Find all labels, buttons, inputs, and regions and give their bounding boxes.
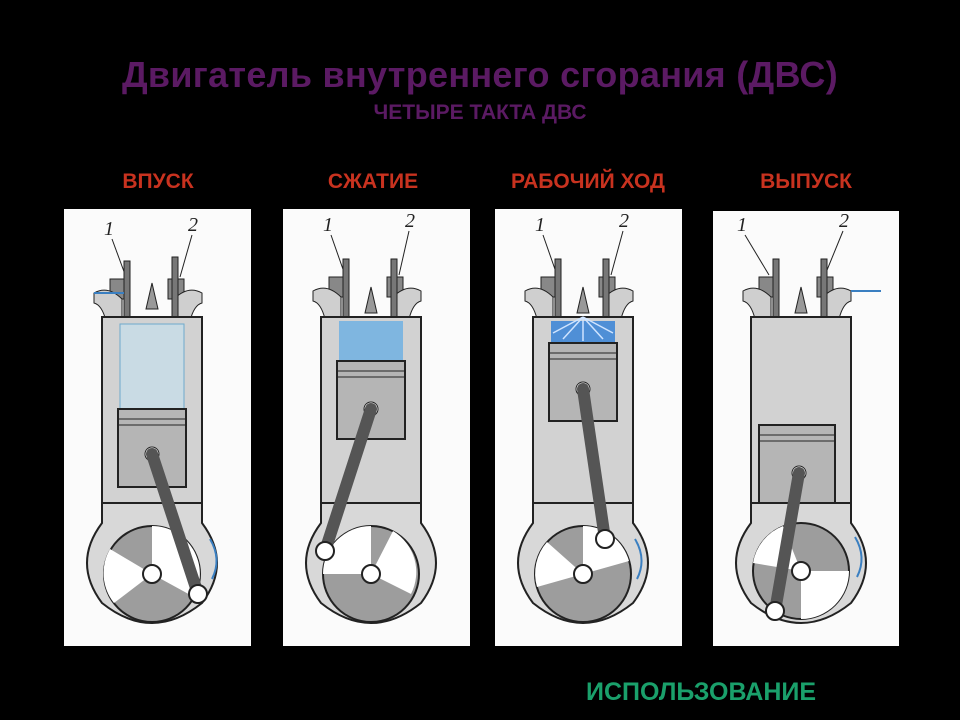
engine-panel-exhaust: 1 2 <box>713 211 899 646</box>
page-title: Двигатель внутреннего сгорания (ДВС) <box>121 54 839 95</box>
valve-number-1: 1 <box>323 214 333 236</box>
stroke-label-compression: СЖАТИЕ <box>327 170 419 193</box>
engine-panel-intake: 1 2 <box>64 209 251 646</box>
valve-number-1: 1 <box>104 218 114 240</box>
stroke-label-exhaust: ВЫПУСК <box>760 170 852 193</box>
valve-number-2: 2 <box>188 214 198 236</box>
stroke-label-power: РАБОЧИЙ ХОД <box>510 170 665 193</box>
valve-number-2: 2 <box>839 211 849 232</box>
page-subtitle: ЧЕТЫРЕ ТАКТА ДВС <box>373 101 587 124</box>
valve-number-1: 1 <box>535 214 545 236</box>
valve-number-1: 1 <box>737 214 747 236</box>
usage-link[interactable]: ИСПОЛЬЗОВАНИЕ <box>586 678 817 706</box>
engine-panel-compression: 1 2 <box>283 209 470 646</box>
stroke-label-intake: ВПУСК <box>122 170 194 193</box>
engine-panel-power: 1 2 <box>495 209 682 646</box>
valve-number-2: 2 <box>619 210 629 232</box>
valve-number-2: 2 <box>405 210 415 232</box>
